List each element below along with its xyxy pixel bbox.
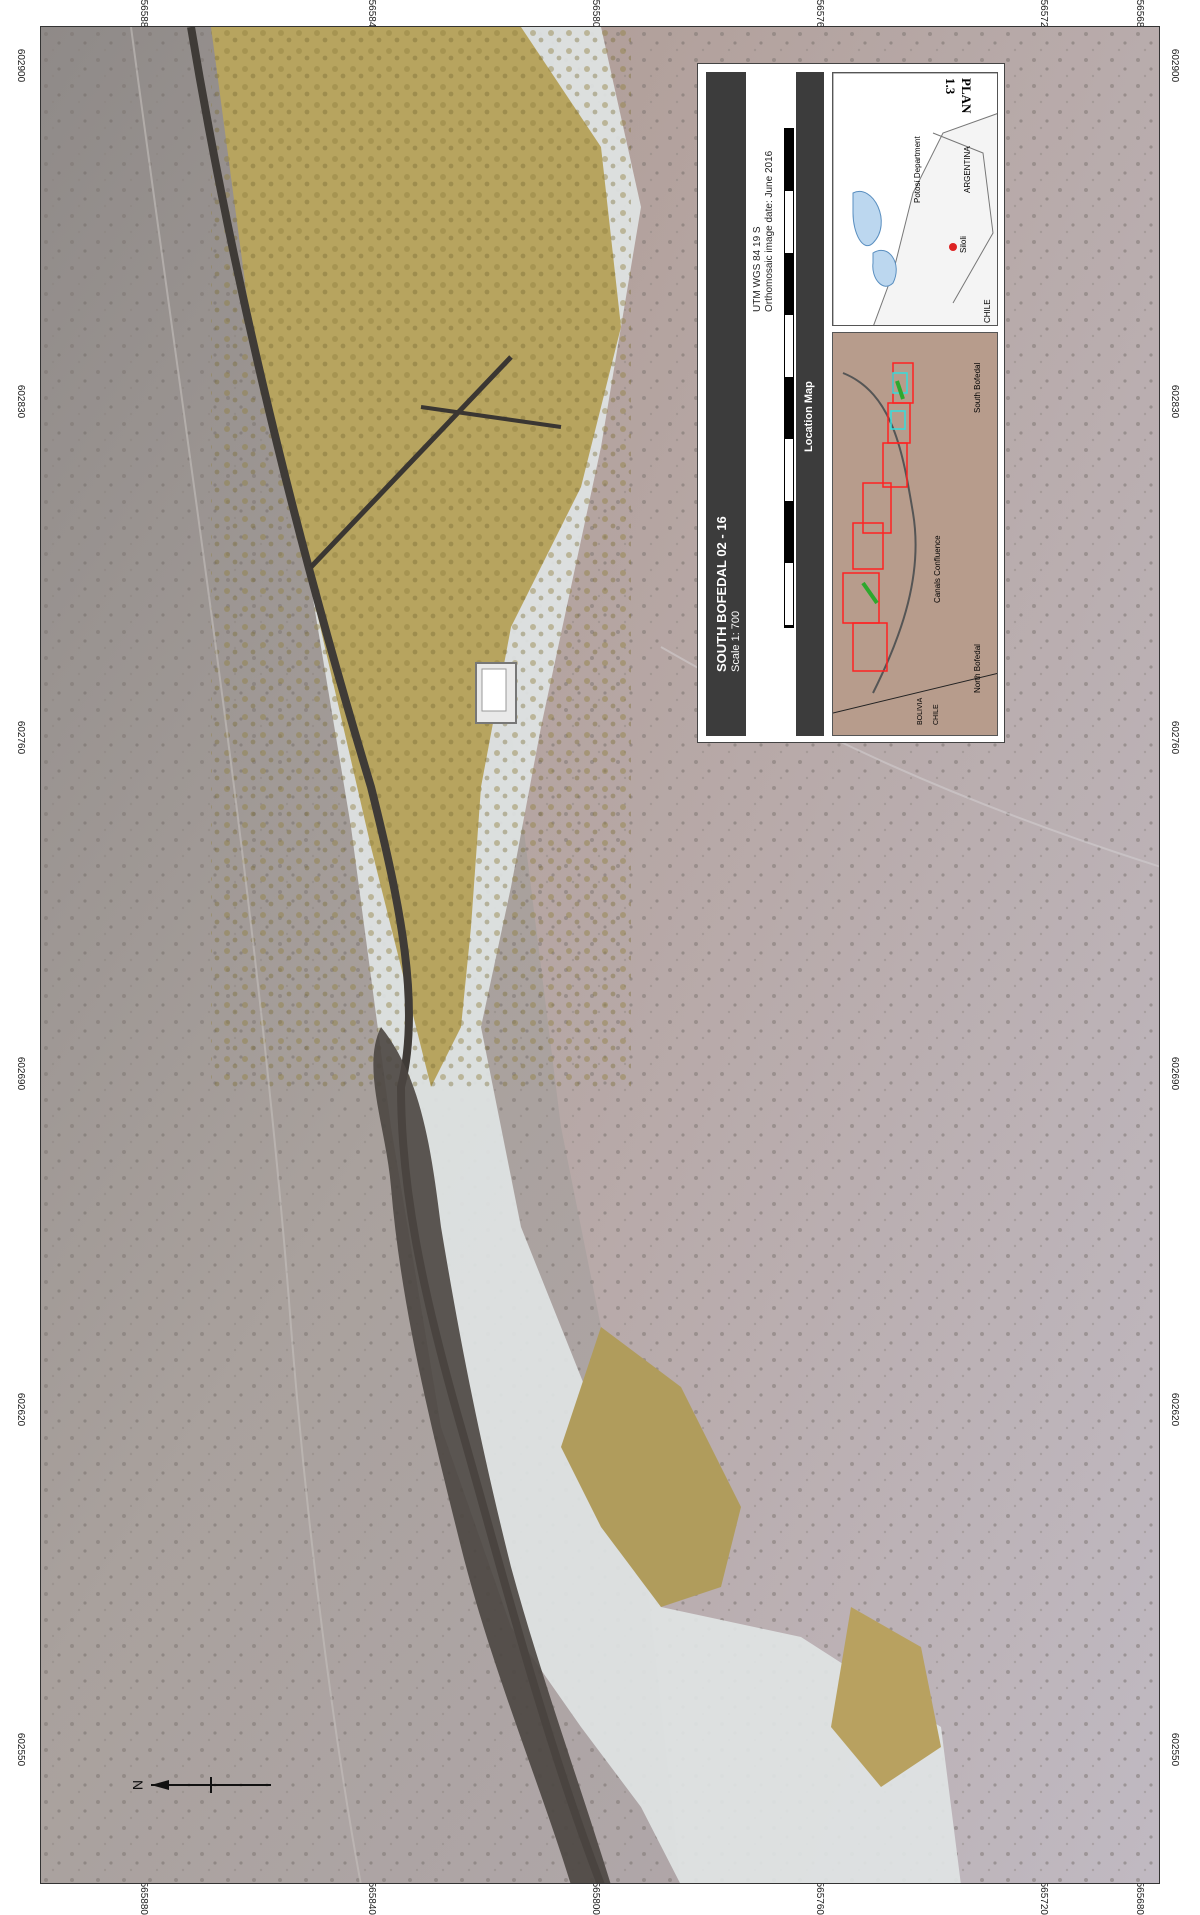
- country-location-map: ARGENTINA Potosí Department Siloli CHILE: [832, 72, 998, 326]
- country-map-svg: [833, 73, 997, 325]
- crs-label: UTM WGS 84 19 S: [752, 226, 763, 312]
- grid-label-right: 602830: [1169, 384, 1181, 419]
- grid-label-left: 602760: [15, 720, 27, 755]
- map-title: SOUTH BOFEDAL 02 - 16: [714, 516, 729, 672]
- loc-label: Canals Confluence: [933, 535, 942, 603]
- country-label: CHILE: [983, 299, 992, 323]
- grid-label-right: 602760: [1169, 720, 1181, 755]
- scalebar: [784, 128, 794, 628]
- track: [130, 27, 362, 1883]
- location-map-title: Location Map: [803, 381, 815, 452]
- grid-label-right: 602900: [1169, 48, 1181, 83]
- bofedal-texture: [211, 27, 631, 1087]
- wetland-channel: [373, 1027, 611, 1883]
- grid-label-left: 602620: [15, 1392, 27, 1427]
- loc-label: South Bofedal: [973, 362, 982, 413]
- legend-panel: SOUTH BOFEDAL 02 - 16 Scale 1: 700 UTM W…: [697, 63, 1005, 743]
- country-label: ARGENTINA: [963, 146, 972, 193]
- plan-number: PLAN 1.3: [943, 78, 974, 114]
- north-arrow: [151, 1777, 271, 1793]
- grid-label-right: 602690: [1169, 1056, 1181, 1091]
- building-roof: [481, 668, 507, 712]
- country-label: Siloli: [959, 236, 968, 253]
- grid-label-left: 602830: [15, 384, 27, 419]
- country-label: Potosí Department: [913, 136, 922, 203]
- title-strip: SOUTH BOFEDAL 02 - 16 Scale 1: 700: [706, 72, 746, 736]
- location-aerial-svg: [833, 333, 997, 735]
- site-marker: [949, 243, 957, 251]
- loc-label: North Bofedal: [973, 644, 982, 693]
- grid-label-right: 602550: [1169, 1732, 1181, 1767]
- location-aerial-map: North Bofedal Canals Confluence South Bo…: [832, 332, 998, 736]
- location-map-strip: Location Map: [796, 72, 824, 736]
- grid-label-right: 602620: [1169, 1392, 1181, 1427]
- image-date-label: Orthomosaic image date: June 2016: [764, 150, 775, 312]
- bofedal-patch-south: [561, 1327, 741, 1607]
- grid-label-left: 602690: [15, 1056, 27, 1091]
- loc-label: CHILE: [933, 704, 940, 725]
- grid-label-left: 602900: [15, 48, 27, 83]
- bofedal-patch-southeast: [831, 1607, 941, 1787]
- map-scale: Scale 1: 700: [730, 610, 742, 672]
- north-arrow-label: N: [130, 1780, 146, 1790]
- grid-label-left: 602550: [15, 1732, 27, 1767]
- side-canal-2: [420, 405, 562, 429]
- side-canal: [309, 355, 513, 569]
- loc-label: BOLIVIA: [917, 697, 924, 725]
- orthomosaic-map[interactable]: N SOUTH BOFEDAL 02 - 16 Scale 1: 700 UTM…: [40, 26, 1160, 1884]
